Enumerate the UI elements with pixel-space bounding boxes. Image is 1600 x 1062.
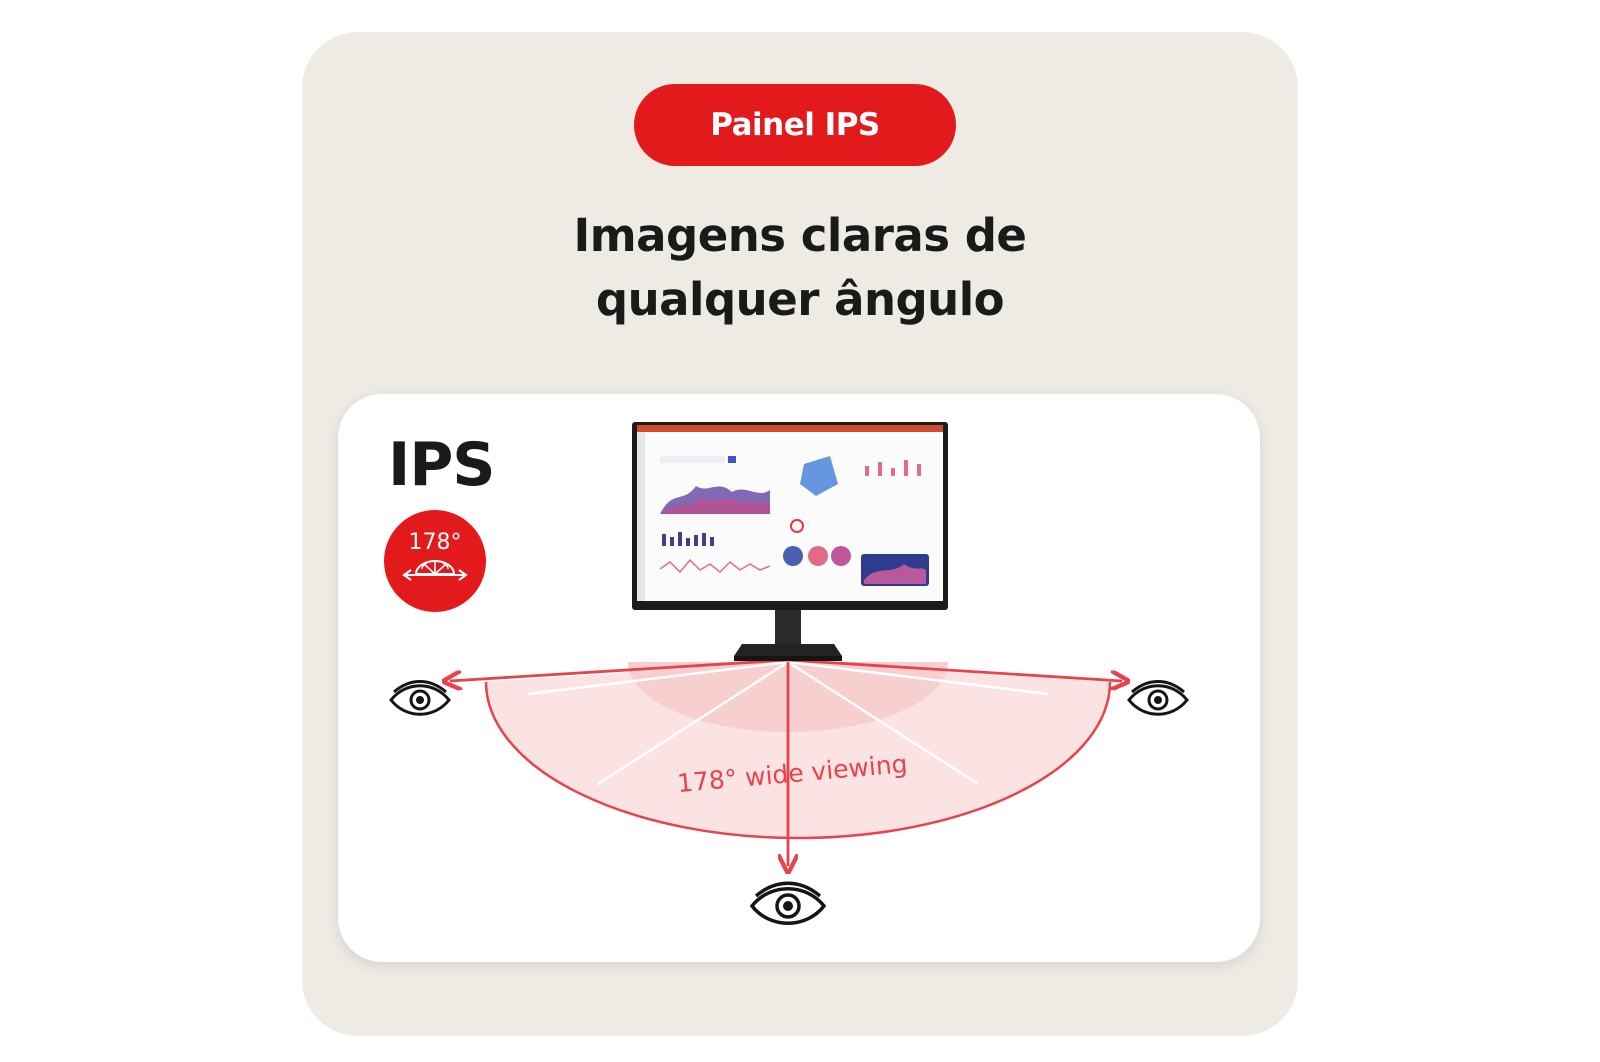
eye-icon [389,680,451,716]
illustration-panel: 178° wide viewing [338,394,1260,962]
headline: Imagens claras de qualquer ângulo [302,204,1298,332]
headline-line-2: qualquer ângulo [595,273,1005,326]
monitor-illustration [632,422,948,661]
viewing-fan [484,660,1112,840]
ips-label: IPS [388,430,496,500]
dashboard-screen [659,456,929,586]
eye-icon [1127,680,1189,716]
badge-angle: 178° [408,530,462,555]
feature-card: Painel IPS Imagens claras de qualquer ân… [302,32,1298,1036]
feature-pill: Painel IPS [634,84,956,166]
viewing-angle-diagram: 178° wide viewing [389,422,1189,925]
viewing-arrows [450,658,1122,866]
viewing-angle-icon [402,560,468,581]
viewing-angle-badge: 178° [384,510,486,612]
headline-line-1: Imagens claras de [573,209,1027,262]
pill-label: Painel IPS [710,107,880,143]
eye-icon [749,881,827,925]
